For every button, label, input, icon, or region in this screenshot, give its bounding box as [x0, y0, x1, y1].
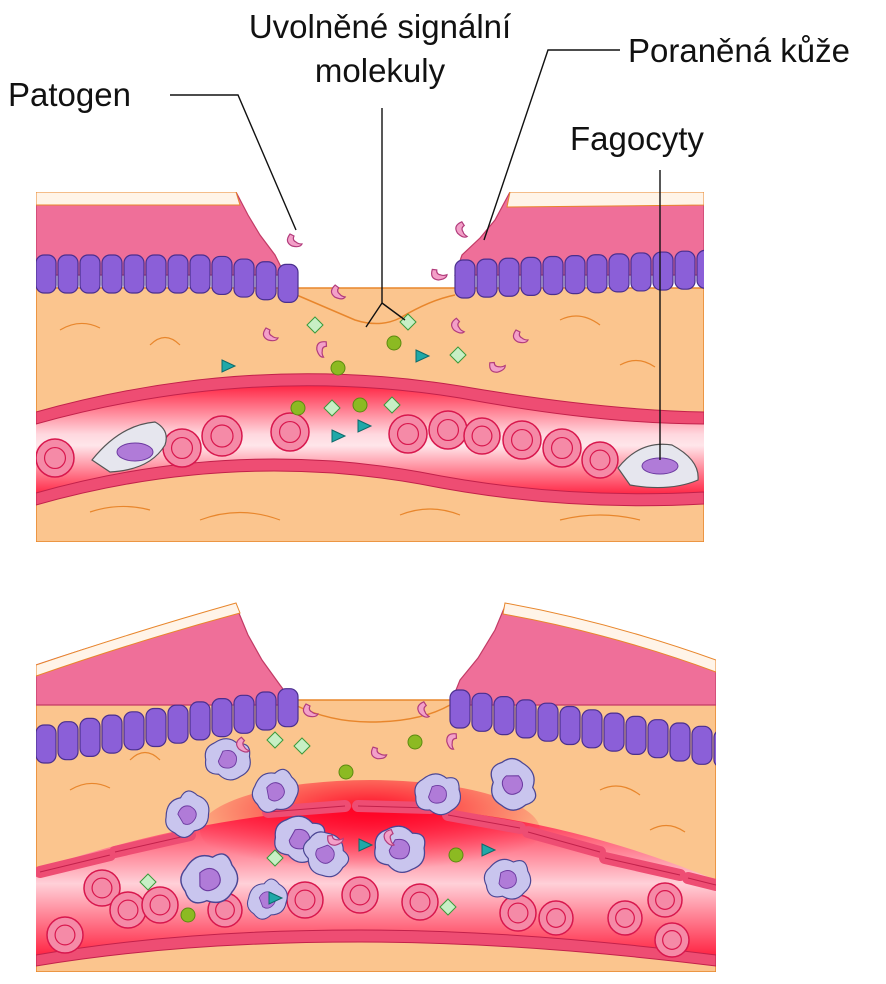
red-blood-cell — [163, 429, 201, 467]
basal-cell — [58, 255, 78, 293]
basal-cell — [146, 709, 166, 747]
basal-cell — [565, 256, 585, 294]
basal-cell — [278, 264, 298, 302]
basal-cell — [455, 260, 475, 298]
signal-circle — [331, 361, 345, 375]
basal-cell — [675, 251, 695, 289]
red-blood-cell — [503, 421, 541, 459]
signal-circle — [339, 765, 353, 779]
basal-cell — [543, 256, 563, 294]
basal-cell — [692, 726, 712, 764]
basal-cell — [102, 715, 122, 753]
basal-cell — [450, 690, 470, 728]
label-pathogen: Patogen — [8, 76, 131, 113]
basal-cell — [102, 255, 122, 293]
basal-cell — [521, 257, 541, 295]
red-blood-cell — [543, 429, 581, 467]
basal-cell — [212, 256, 232, 294]
red-blood-cell — [464, 418, 500, 454]
basal-cell — [626, 716, 646, 754]
skin-surface-left — [36, 192, 240, 205]
basal-cell — [124, 712, 144, 750]
basal-cell — [58, 722, 78, 760]
basal-cell — [670, 723, 690, 761]
basal-cell — [653, 252, 673, 290]
label-phagocytes: Fagocyty — [570, 120, 704, 157]
basal-cell — [190, 702, 210, 740]
basal-cell — [477, 259, 497, 297]
red-blood-cell — [36, 439, 74, 477]
basal-cell — [256, 262, 276, 300]
red-blood-cell — [539, 901, 573, 935]
red-blood-cell — [655, 923, 689, 957]
basal-cell — [36, 255, 56, 293]
pathogen — [430, 265, 448, 282]
basal-cell — [168, 255, 188, 293]
red-blood-cell — [429, 411, 467, 449]
basal-cell — [36, 725, 56, 763]
basal-cell — [609, 254, 629, 292]
red-blood-cell — [648, 883, 682, 917]
skin-surface-right — [507, 192, 704, 207]
basal-cell — [80, 255, 100, 293]
label-wounded-skin: Poraněná kůže — [628, 32, 850, 69]
basal-cell — [212, 699, 232, 737]
red-blood-cell — [142, 887, 178, 923]
basal-cell — [234, 695, 254, 733]
phagocyte — [484, 859, 530, 899]
signal-circle — [181, 908, 195, 922]
signal-circle — [449, 848, 463, 862]
inflamed-hotspot — [200, 780, 540, 880]
red-blood-cell — [402, 884, 438, 920]
basal-cell — [278, 689, 298, 727]
basal-cell — [168, 705, 188, 743]
red-blood-cell — [110, 892, 146, 928]
red-blood-cell — [389, 415, 427, 453]
basal-cell — [80, 718, 100, 756]
basal-cell — [234, 259, 254, 297]
signal-circle — [408, 735, 422, 749]
basal-cell — [146, 255, 166, 293]
pathogen — [287, 234, 302, 247]
basal-cell — [604, 713, 624, 751]
basal-cell — [190, 255, 210, 293]
red-blood-cell — [202, 416, 242, 456]
basal-cell — [124, 255, 144, 293]
basal-cell — [538, 703, 558, 741]
basal-cell — [631, 253, 651, 291]
basal-cell — [472, 693, 492, 731]
basal-cell — [714, 730, 734, 768]
label-signal-molecules-2: molekuly — [315, 52, 446, 89]
basal-cell — [560, 707, 580, 745]
basal-cell — [582, 710, 602, 748]
basal-cell — [648, 720, 668, 758]
red-blood-cell — [582, 442, 618, 478]
basal-cell — [494, 697, 514, 735]
label-signal-molecules-1: Uvolněné signální — [249, 8, 511, 45]
basal-cell — [587, 255, 607, 293]
panel-before — [36, 192, 717, 542]
red-blood-cell — [342, 877, 378, 913]
red-blood-cell — [287, 882, 323, 918]
basal-cell — [516, 700, 536, 738]
pathogen — [453, 221, 472, 239]
signal-circle — [291, 401, 305, 415]
red-blood-cell — [271, 413, 309, 451]
red-blood-cell — [608, 901, 642, 935]
panel-after — [36, 603, 734, 972]
basal-cell — [697, 250, 717, 288]
signal-circle — [353, 398, 367, 412]
basal-cell — [499, 258, 519, 296]
red-blood-cell — [500, 895, 536, 931]
red-blood-cell — [47, 917, 83, 953]
basal-cell — [256, 692, 276, 730]
signal-circle — [387, 336, 401, 350]
